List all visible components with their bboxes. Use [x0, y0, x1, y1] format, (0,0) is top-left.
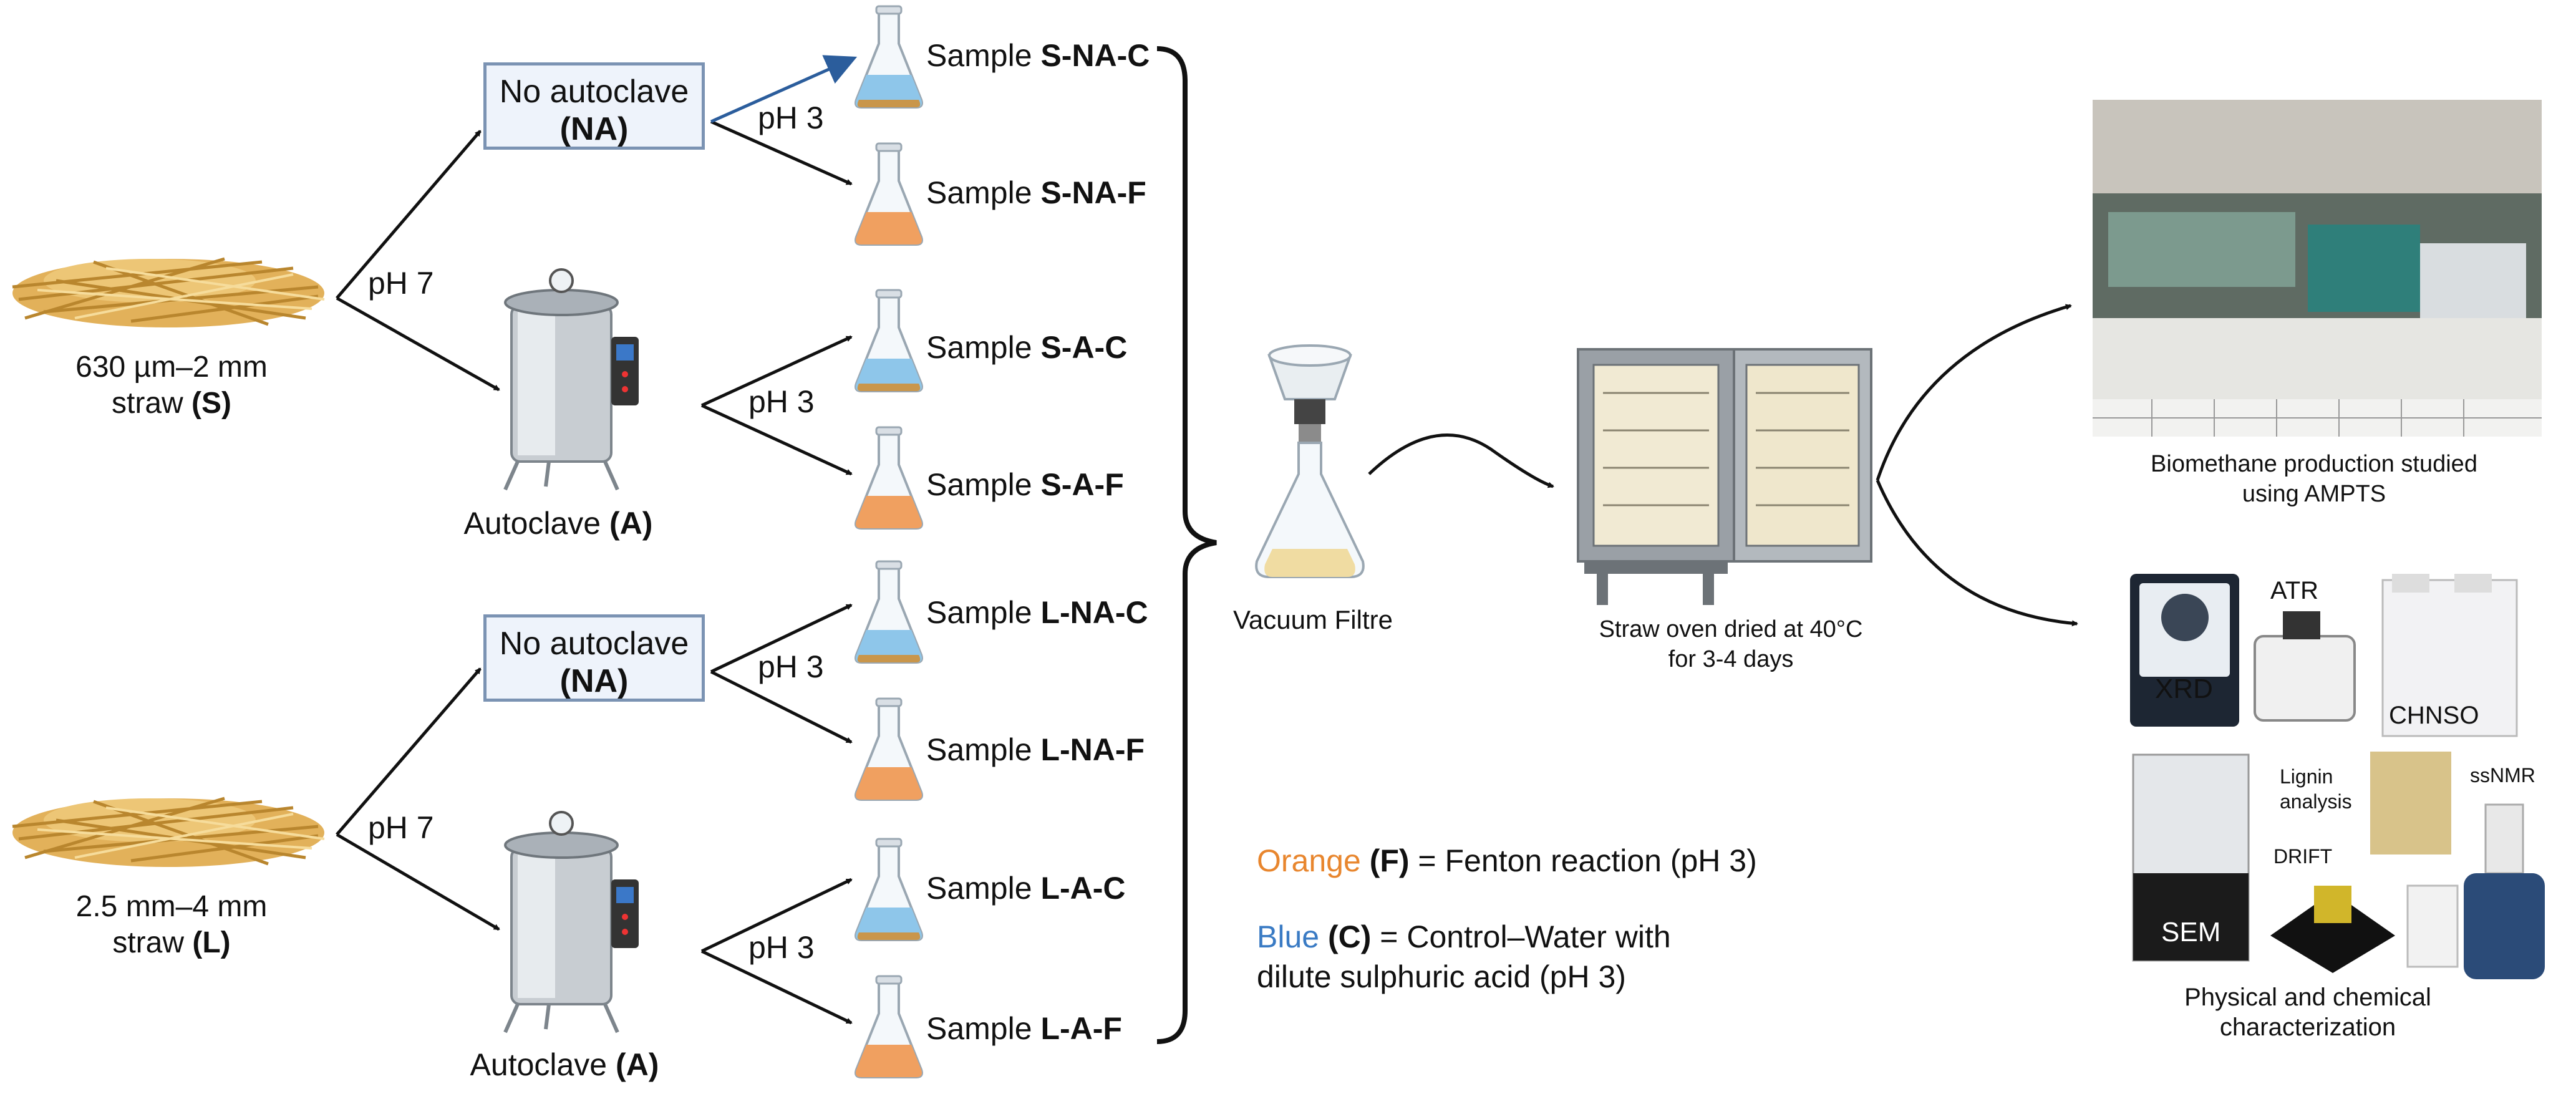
straw-s-label: 630 µm–2 mm straw (S): [75, 349, 268, 422]
ssnmr-label: ssNMR: [2470, 764, 2535, 787]
sample-word: Sample: [926, 467, 1032, 502]
sample-code: L-NA-F: [1040, 732, 1145, 767]
no-autoclave-text: No autoclave: [499, 626, 689, 662]
autoclave-label-l: Autoclave (A): [470, 1047, 659, 1083]
legend-blue-word: Blue: [1257, 919, 1320, 954]
biomethane-caption: Biomethane production studied using AMPT…: [2151, 449, 2477, 509]
no-autoclave-box-s: No autoclave (NA): [483, 62, 705, 150]
no-autoclave-box-l: No autoclave (NA): [483, 614, 705, 702]
ph7-label-s: pH 7: [368, 266, 434, 301]
no-autoclave-code: (NA): [559, 111, 629, 147]
sample-code: S-A-C: [1040, 330, 1128, 365]
sample-word: Sample: [926, 732, 1032, 767]
legend-orange-code: (F): [1369, 843, 1410, 878]
autoclave-code: (A): [609, 506, 653, 541]
chnso-label: CHNSO: [2389, 702, 2479, 729]
ph3-label-3: pH 3: [758, 649, 824, 684]
sample-code: S-A-F: [1040, 467, 1124, 502]
flask-l-a-c: [855, 838, 923, 941]
legend-blue-code: (C): [1327, 919, 1372, 954]
oven-caption-line2: for 3-4 days: [1668, 646, 1794, 672]
legend-blue: Blue (C) = Control–Water with dilute sul…: [1257, 917, 1671, 997]
characterization-caption-line2: characterization: [2219, 1014, 2396, 1041]
autoclave-label-s: Autoclave (A): [464, 505, 653, 541]
sample-label: Sample S-NA-C: [926, 37, 1150, 74]
characterization-caption: Physical and chemical characterization: [2184, 982, 2431, 1042]
lignin-label: Lignin analysis: [2280, 764, 2352, 814]
atr-label: ATR: [2270, 577, 2319, 604]
ph3-label-4: pH 3: [748, 930, 815, 965]
biomethane-caption-line1: Biomethane production studied: [2151, 451, 2477, 477]
no-autoclave-code: (NA): [559, 663, 629, 699]
sample-label: Sample S-A-F: [926, 467, 1124, 503]
flask-l-na-f: [855, 697, 923, 801]
instruments-image: [2130, 574, 2545, 979]
sample-label: Sample L-A-F: [926, 1010, 1122, 1047]
sample-code: S-NA-F: [1040, 175, 1146, 210]
oven-image: [1577, 348, 1872, 605]
sample-word: Sample: [926, 38, 1032, 73]
straw-l-image: [12, 798, 324, 867]
straw-l-word: straw: [112, 926, 185, 959]
legend-orange: Orange (F) = Fenton reaction (pH 3): [1257, 841, 1757, 881]
sample-code: L-NA-C: [1040, 595, 1148, 630]
biomethane-caption-line2: using AMPTS: [2242, 481, 2386, 507]
xrd-label: XRD: [2155, 674, 2213, 704]
blue-arrow: [710, 55, 858, 123]
characterization-caption-line1: Physical and chemical: [2184, 984, 2431, 1011]
lignin-label-line1: Lignin: [2280, 765, 2333, 788]
straw-s-size: 630 µm–2 mm: [75, 351, 268, 384]
sample-code: S-NA-C: [1040, 38, 1150, 73]
lignin-label-line2: analysis: [2280, 790, 2352, 813]
sample-label: Sample L-NA-F: [926, 732, 1145, 768]
flask-l-a-f: [855, 975, 923, 1078]
ph3-label-2: pH 3: [748, 384, 815, 419]
straw-l-label: 2.5 mm–4 mm straw (L): [76, 889, 268, 961]
legend-orange-rest: = Fenton reaction (pH 3): [1409, 843, 1757, 878]
sample-word: Sample: [926, 175, 1032, 210]
straw-s-word: straw: [111, 387, 183, 420]
flow-arrows: [1368, 304, 2078, 627]
oven-caption: Straw oven dried at 40°C for 3-4 days: [1599, 614, 1863, 674]
sample-word: Sample: [926, 871, 1032, 906]
flask-l-na-c: [855, 560, 923, 664]
ph7-label-l: pH 7: [368, 810, 434, 845]
flask-s-a-c: [855, 289, 923, 392]
ph3-label-1: pH 3: [758, 100, 824, 135]
sample-code: L-A-F: [1040, 1011, 1122, 1046]
ampts-lab-photo: [2093, 100, 2542, 437]
flask-s-a-f: [855, 426, 923, 530]
sample-label: Sample L-A-C: [926, 870, 1126, 906]
straw-s-image: [12, 259, 324, 327]
sample-word: Sample: [926, 330, 1032, 365]
grouping-brace: [1156, 46, 1217, 1044]
autoclave-text: Autoclave: [470, 1047, 608, 1082]
sample-label: Sample L-NA-C: [926, 594, 1148, 631]
legend-orange-word: Orange: [1257, 843, 1361, 878]
flask-s-na-f: [855, 142, 923, 246]
autoclave-text: Autoclave: [463, 506, 601, 541]
straw-l-code: (L): [192, 926, 231, 959]
vacuum-filtre-label: Vacuum Filtre: [1233, 605, 1393, 634]
sem-label: SEM: [2161, 917, 2221, 947]
drift-label: DRIFT: [2273, 845, 2333, 868]
straw-l-size: 2.5 mm–4 mm: [75, 890, 268, 923]
sample-label: Sample S-A-C: [926, 329, 1127, 366]
oven-caption-line1: Straw oven dried at 40°C: [1599, 616, 1863, 642]
sample-code: L-A-C: [1040, 871, 1126, 906]
autoclave-code: (A): [616, 1047, 659, 1082]
flask-s-na-c: [855, 5, 923, 109]
sample-label: Sample S-NA-F: [926, 175, 1146, 211]
sample-word: Sample: [926, 595, 1032, 630]
autoclave-s-image: [505, 269, 639, 490]
no-autoclave-text: No autoclave: [499, 74, 689, 110]
legend-blue-rest: = Control–Water with: [1371, 919, 1671, 954]
branch-arrows: [336, 120, 853, 1025]
legend-blue-line2: dilute sulphuric acid (pH 3): [1257, 959, 1626, 994]
sample-word: Sample: [926, 1011, 1032, 1046]
straw-s-code: (S): [191, 387, 232, 420]
vacuum-filter-image: [1255, 344, 1365, 578]
autoclave-l-image: [505, 812, 639, 1032]
